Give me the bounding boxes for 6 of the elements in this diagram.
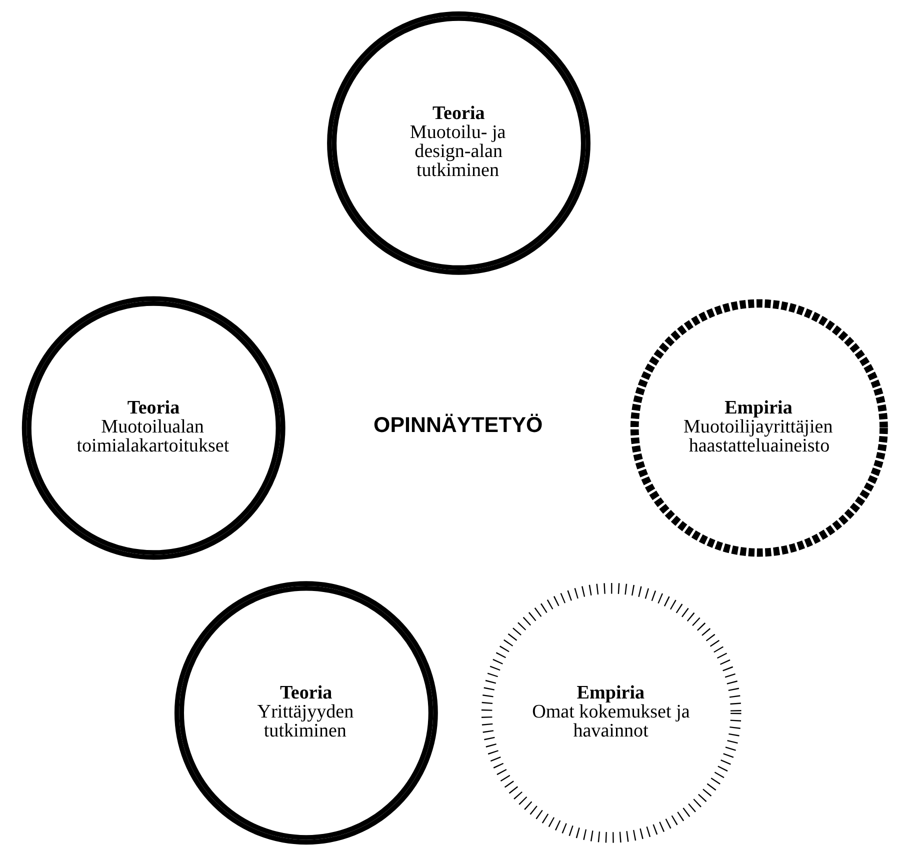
node-circle: Empiria Omat kokemukset ja havainnot: [481, 582, 742, 842]
node-circle: Empiria Muotoilijayrittäjien haastatteluaineisto: [630, 298, 888, 556]
node-circle: Teoria Muotoilu- ja design-alan tutkiminen: [327, 10, 590, 274]
label: OPINNÄYTETYÖ: [374, 412, 543, 437]
node-circle: Teoria Yrittäjyyden tutkiminen: [174, 580, 438, 844]
node-circle: Teoria Muotoilualan toimialakartoitukset: [22, 296, 286, 560]
